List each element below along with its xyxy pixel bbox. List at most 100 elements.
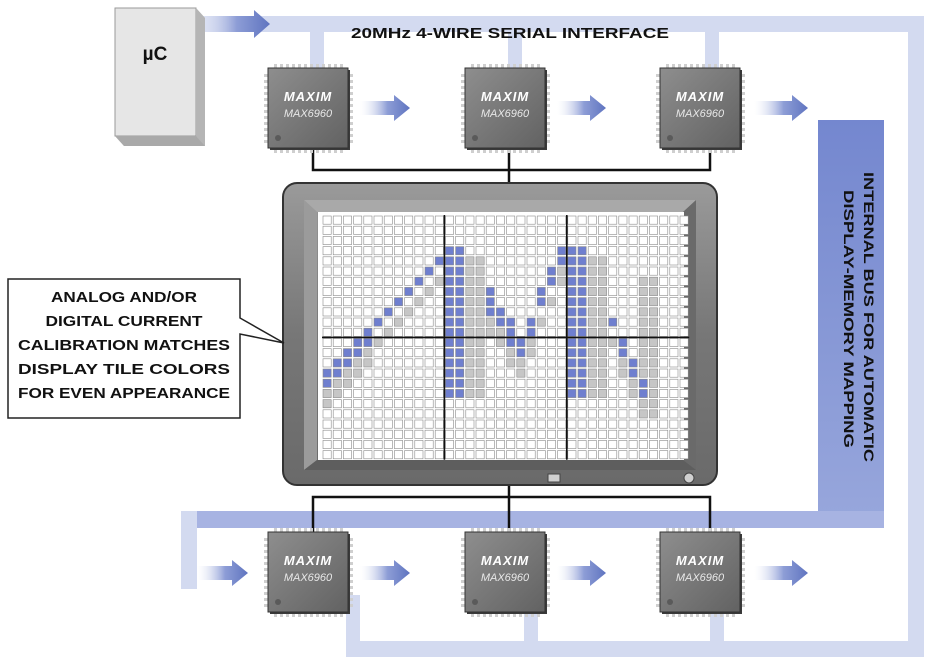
led-pixel	[455, 225, 465, 235]
microcontroller-label: µC	[143, 44, 168, 65]
led-pixel	[628, 327, 638, 337]
led-pixel	[455, 307, 465, 317]
led-pixel	[608, 409, 618, 419]
led-pixel	[434, 266, 444, 276]
led-pixel	[485, 225, 495, 235]
led-pixel	[414, 236, 424, 245]
led-pixel	[404, 246, 414, 256]
led-pixel	[526, 307, 536, 317]
led-pixel	[373, 368, 383, 378]
led-pixel	[322, 297, 332, 307]
led-pixel	[526, 266, 536, 276]
led-pixel	[577, 276, 587, 286]
led-pixel	[679, 246, 689, 256]
led-pixel	[496, 225, 505, 235]
led-pixel	[649, 287, 658, 296]
led-pixel	[485, 287, 495, 296]
led-pixel	[475, 378, 485, 388]
led-pixel	[322, 368, 332, 378]
led-pixel	[363, 236, 373, 245]
led-pixel	[506, 266, 516, 276]
led-pixel	[496, 317, 505, 327]
led-pixel	[343, 297, 352, 307]
led-pixel	[485, 399, 495, 409]
led-pixel	[649, 225, 658, 235]
led-pixel	[373, 450, 383, 460]
led-pixel	[353, 358, 363, 368]
led-pixel	[577, 236, 587, 245]
led-pixel	[618, 419, 628, 429]
led-pixel	[424, 317, 434, 327]
led-pixel	[679, 378, 689, 388]
led-pixel	[485, 317, 495, 327]
led-pixel	[649, 338, 658, 347]
led-pixel	[547, 378, 556, 388]
led-pixel	[394, 327, 403, 337]
led-pixel	[394, 338, 403, 347]
led-pixel	[383, 246, 393, 256]
led-pixel	[322, 348, 332, 358]
led-pixel	[628, 358, 638, 368]
led-pixel	[353, 399, 363, 409]
led-pixel	[679, 348, 689, 358]
led-pixel	[343, 317, 352, 327]
led-pixel	[649, 450, 658, 460]
led-pixel	[465, 419, 475, 429]
led-pixel	[628, 307, 638, 317]
led-pixel	[536, 338, 546, 347]
led-pixel	[343, 338, 352, 347]
led-pixel	[485, 378, 495, 388]
led-pixel	[353, 225, 363, 235]
led-pixel	[414, 327, 424, 337]
led-pixel	[608, 276, 618, 286]
led-pixel	[547, 358, 556, 368]
led-pixel	[445, 287, 454, 296]
led-pixel	[322, 409, 332, 419]
led-pixel	[536, 236, 546, 245]
led-pixel	[659, 287, 669, 296]
led-pixel	[424, 236, 434, 245]
led-pixel	[567, 338, 577, 347]
led-pixel	[506, 368, 516, 378]
led-pixel	[373, 297, 383, 307]
led-pixel	[414, 266, 424, 276]
led-pixel	[455, 287, 465, 296]
led-pixel	[475, 429, 485, 439]
led-pixel	[506, 419, 516, 429]
led-pixel	[455, 409, 465, 419]
led-pixel	[383, 287, 393, 296]
led-pixel	[363, 317, 373, 327]
led-pixel	[547, 266, 556, 276]
led-pixel	[618, 246, 628, 256]
led-pixel	[618, 276, 628, 286]
chip-part-label: MAX6960	[676, 572, 725, 584]
led-pixel	[536, 450, 546, 460]
led-pixel	[598, 358, 607, 368]
led-pixel	[587, 409, 597, 419]
led-pixel	[567, 450, 577, 460]
led-pixel	[557, 338, 567, 347]
led-pixel	[618, 389, 628, 398]
led-pixel	[516, 297, 526, 307]
led-pixel	[322, 256, 332, 266]
led-pixel	[496, 287, 505, 296]
led-pixel	[414, 287, 424, 296]
led-pixel	[363, 276, 373, 286]
led-pixel	[353, 236, 363, 245]
led-pixel	[587, 225, 597, 235]
led-pixel	[414, 256, 424, 266]
led-pixel	[465, 440, 475, 449]
led-pixel	[587, 287, 597, 296]
led-pixel	[424, 409, 434, 419]
led-pixel	[526, 358, 536, 368]
led-pixel	[547, 338, 556, 347]
led-pixel	[485, 236, 495, 245]
led-pixel	[322, 317, 332, 327]
led-pixel	[506, 236, 516, 245]
led-pixel	[526, 440, 536, 449]
led-pixel	[414, 419, 424, 429]
led-pixel	[394, 287, 403, 296]
led-pixel	[669, 399, 679, 409]
led-pixel	[628, 348, 638, 358]
led-pixel	[445, 338, 454, 347]
